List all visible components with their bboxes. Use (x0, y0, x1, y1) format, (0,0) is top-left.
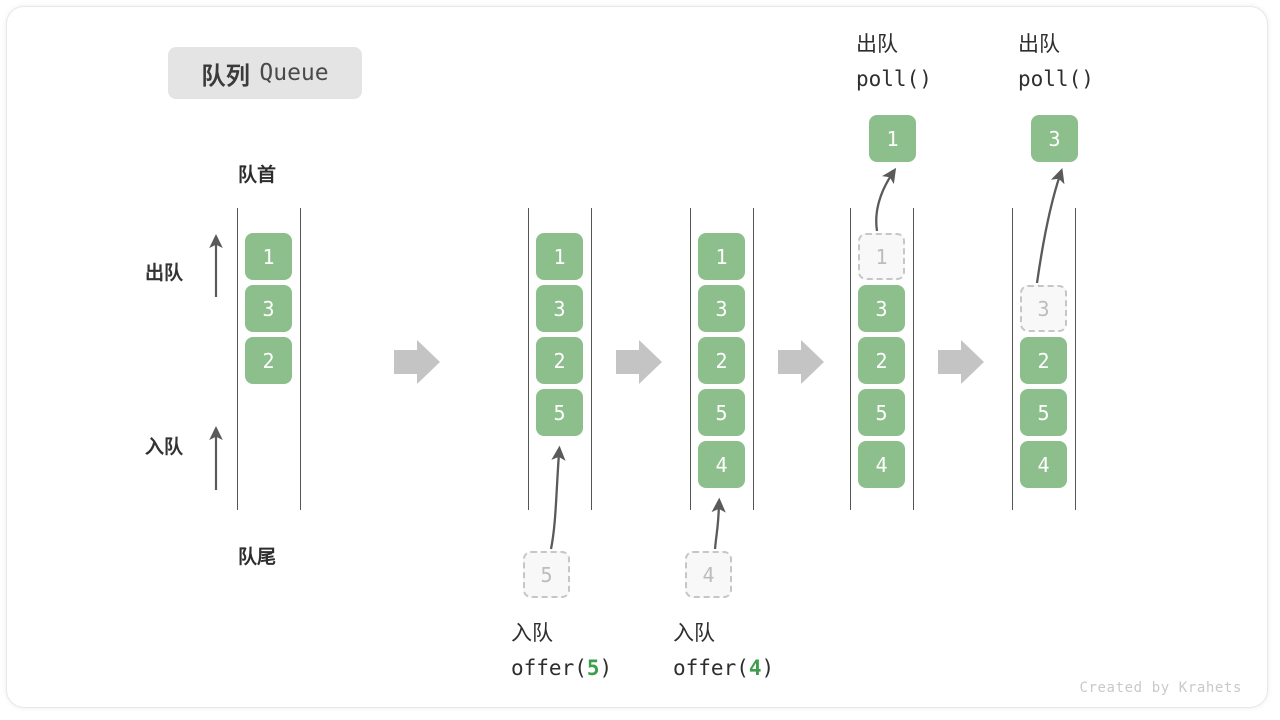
queue-item: 4 (698, 441, 745, 488)
pending-enqueue-item: 4 (685, 551, 732, 598)
operation-code-prefix: poll( (856, 67, 920, 91)
queue-state-after-offer-4: 1 3 2 5 4 4 入队 offer(4) (643, 0, 783, 720)
diagram-title-cn: 队列 (201, 62, 251, 90)
queue-rail-right (300, 208, 301, 510)
queue-item: 1 (245, 233, 292, 280)
queue-item: 4 (1020, 441, 1067, 488)
popped-item: 3 (1031, 115, 1078, 162)
queue-item: 1 (536, 233, 583, 280)
pending-enqueue-item: 5 (523, 551, 570, 598)
operation-code: offer(5) (511, 651, 612, 685)
operation-label-poll-3: 出队 poll() (1018, 28, 1094, 96)
operation-code-prefix: offer( (511, 656, 587, 680)
operation-name: 入队 (673, 622, 715, 645)
operation-code-prefix: offer( (673, 656, 749, 680)
queue-item: 2 (858, 337, 905, 384)
queue-item: 4 (858, 441, 905, 488)
operation-name: 入队 (511, 622, 553, 645)
queue-rail-right (1075, 208, 1076, 510)
queue-item: 1 (698, 233, 745, 280)
queue-item: 2 (245, 337, 292, 384)
queue-item: 5 (536, 389, 583, 436)
removed-item-slot: 1 (858, 233, 905, 280)
queue-item: 2 (1020, 337, 1067, 384)
operation-code: poll() (1018, 62, 1094, 96)
operation-code-prefix: poll( (1018, 67, 1082, 91)
queue-state-poll-1: 出队 poll() 1 1 3 2 5 4 (803, 0, 943, 720)
queue-item: 5 (1020, 389, 1067, 436)
queue-rail-left (690, 208, 691, 510)
queue-item: 3 (858, 285, 905, 332)
operation-code-suffix: ) (1081, 67, 1094, 91)
queue-item: 3 (245, 285, 292, 332)
removed-item-slot: 3 (1020, 285, 1067, 332)
queue-rail-left (1012, 208, 1013, 510)
queue-item: 5 (858, 389, 905, 436)
operation-code: poll() (856, 62, 932, 96)
queue-rail-left (237, 208, 238, 510)
queue-state-poll-3: 出队 poll() 3 3 2 5 4 (965, 0, 1105, 720)
operation-code-value: 5 (586, 656, 600, 680)
diagram-title-en: Queue (259, 60, 329, 86)
queue-state-after-offer-5: 1 3 2 5 5 入队 offer(5) (481, 0, 621, 720)
queue-item: 2 (698, 337, 745, 384)
operation-label-offer-5: 入队 offer(5) (511, 617, 612, 685)
queue-state-initial: 队首 1 3 2 出队 入队 队尾 (145, 0, 330, 720)
diagram-title-badge: 队列 Queue (168, 47, 362, 99)
operation-name: 出队 (856, 33, 898, 56)
enqueue-direction-label: 入队 (145, 437, 184, 458)
queue-item: 3 (536, 285, 583, 332)
queue-rail-right (591, 208, 592, 510)
operation-label-poll-1: 出队 poll() (856, 28, 932, 96)
operation-label-offer-4: 入队 offer(4) (673, 617, 774, 685)
queue-rail-left (850, 208, 851, 510)
queue-item: 3 (698, 285, 745, 332)
operation-code-suffix: ) (761, 656, 775, 680)
queue-head-label: 队首 (238, 165, 277, 186)
queue-rail-right (753, 208, 754, 510)
queue-tail-label: 队尾 (238, 547, 277, 568)
operation-code-suffix: ) (599, 656, 613, 680)
queue-rail-left (528, 208, 529, 510)
operation-code: offer(4) (673, 651, 774, 685)
dequeue-direction-label: 出队 (145, 263, 184, 284)
popped-item: 1 (869, 115, 916, 162)
operation-name: 出队 (1018, 33, 1060, 56)
queue-item: 5 (698, 389, 745, 436)
queue-item: 2 (536, 337, 583, 384)
operation-code-suffix: ) (919, 67, 932, 91)
credit-text: Created by Krahets (1079, 680, 1242, 696)
queue-rail-right (913, 208, 914, 510)
operation-code-value: 4 (748, 656, 762, 680)
